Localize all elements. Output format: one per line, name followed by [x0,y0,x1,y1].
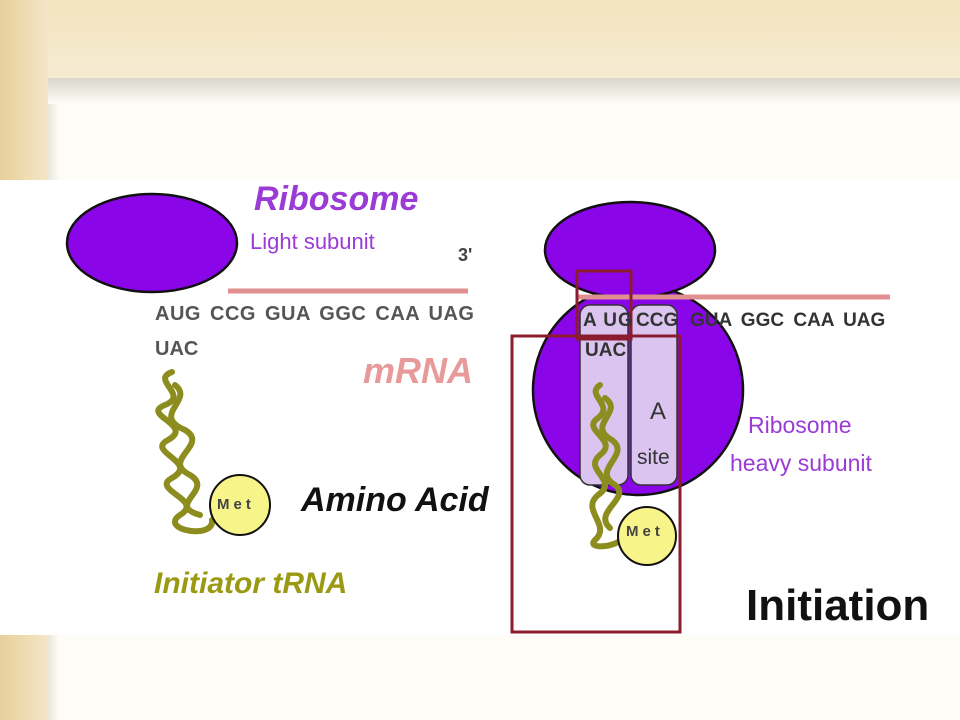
three-prime-label: 3' [458,245,473,265]
p-site-highlight [575,269,633,341]
slide-frame-shadow [48,78,960,104]
amino-acid-label: Amino Acid [301,481,489,519]
a-site-codon: CCG [636,310,679,331]
trna-highlight [510,334,682,634]
anticodon-right: UAC [585,340,627,361]
light-subunit-left [65,192,239,294]
anticodon-left: UAC [155,338,199,360]
met-amino-left [209,474,271,536]
heavy-subunit-label-2: heavy subunit [730,450,872,476]
light-subunit-label: Light subunit [250,229,375,254]
initiator-trna-left [155,369,215,535]
met-amino-right [617,506,677,566]
heavy-subunit-label-1: Ribosome [748,412,852,438]
stage-title: Initiation [746,581,930,630]
mrna-label: mRNA [363,350,474,391]
initiator-trna-label: Initiator tRNA [154,567,348,600]
a-site-box [630,304,678,486]
a-site-word: site [637,446,670,469]
met-label-right: Met [626,523,664,540]
ribosome-title: Ribosome [254,180,419,218]
p-site-codon: A UG [583,310,634,331]
slide-frame-top [0,0,960,80]
mrna-codons-left: AUG CCG GUA GGC CAA UAG [155,303,475,325]
met-label-left: Met [217,496,255,513]
a-site-letter: A [650,398,667,425]
mrna-codons-right: GUA GGC CAA UAG [690,310,886,331]
initiator-trna-right [589,382,628,550]
p-site-box [579,304,629,486]
